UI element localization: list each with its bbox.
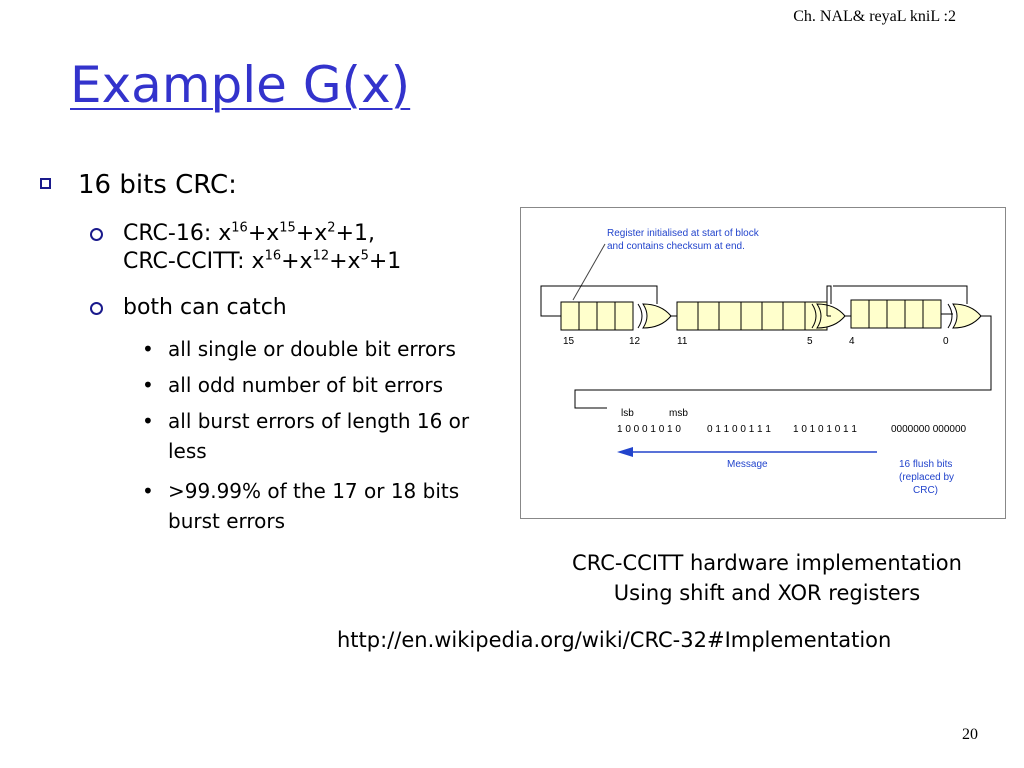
ccitt-polynomial: CRC-CCITT: x16+x12+x5+1	[123, 248, 402, 274]
flush-label-1: 16 flush bits	[899, 459, 952, 470]
dot-bullet-icon: •	[142, 373, 154, 397]
flush-bits: 0000000 000000	[891, 424, 967, 435]
bullet-text: both can catch	[123, 295, 287, 320]
circle-bullet-icon	[90, 228, 103, 241]
bit-label: 5	[807, 336, 813, 347]
register-note-line1: Register initialised at start of block	[607, 228, 760, 239]
reference-url: http://en.wikipedia.org/wiki/CRC-32#Impl…	[337, 628, 892, 652]
caption-line-2: Using shift and XOR registers	[613, 581, 921, 605]
flush-label-2: (replaced by	[899, 472, 954, 483]
bit-label: 0	[943, 336, 949, 347]
xor-gate-3	[952, 303, 982, 329]
bit-label: 4	[849, 336, 855, 347]
register-group-15-12	[560, 301, 634, 331]
bit-label: 11	[677, 336, 688, 347]
dot-bullet-icon: •	[142, 337, 154, 361]
caption-line-1: CRC-CCITT hardware implementation	[572, 551, 962, 575]
feedback-wire	[574, 315, 992, 409]
register-group-4-0	[850, 299, 942, 329]
arrow-head-icon	[617, 447, 633, 457]
circle-bullet-icon	[90, 302, 103, 315]
register-group-11-5	[676, 301, 828, 331]
xor-gate-1	[642, 303, 672, 329]
dot-bullet-icon: •	[142, 409, 154, 433]
bits-group-3: 1 0 1 0 1 0 1 1	[793, 424, 857, 435]
lsb-label: lsb	[621, 408, 634, 419]
shift-register-diagram: Register initialised at start of block a…	[540, 228, 992, 496]
bit-label: 12	[629, 336, 641, 347]
bits-group-2: 0 1 1 0 0 1 1 1	[707, 424, 771, 435]
page-number: 20	[962, 726, 978, 743]
slide-title: Example G(x)	[70, 56, 411, 114]
bit-label: 15	[563, 336, 575, 347]
polynomial-text: CRC-16: x16+x15+x2+1, CRC-CCITT: x16+x12…	[123, 220, 401, 276]
msb-label: msb	[669, 408, 688, 419]
annotation-pointer	[572, 243, 606, 301]
bullet-text: 16 bits CRC:	[78, 170, 237, 200]
square-bullet-icon	[40, 178, 51, 189]
figure-caption: CRC-CCITT hardware implementation Using …	[530, 548, 1004, 608]
dot-bullet-icon: •	[142, 479, 154, 503]
bits-group-1: 1 0 0 0 1 0 1 0	[617, 424, 681, 435]
course-header-note: Ch. NAL& reyaL kniL :2	[793, 8, 956, 25]
register-note-line2: and contains checksum at end.	[607, 241, 745, 252]
flush-label-3: CRC)	[913, 485, 938, 496]
crc16-polynomial: CRC-16: x16+x15+x2+1,	[123, 220, 375, 246]
crc-hardware-figure: Register initialised at start of block a…	[520, 207, 1006, 519]
message-label: Message	[727, 459, 768, 470]
